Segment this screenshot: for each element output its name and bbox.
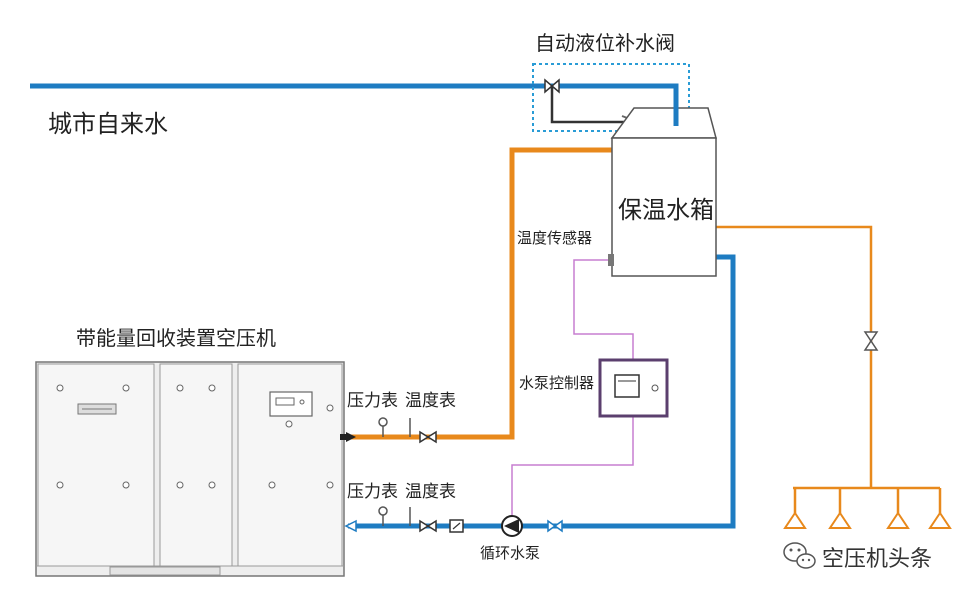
distribution-valve-icon (863, 331, 879, 351)
pressure-gauge-top-icon (378, 417, 388, 427)
cold-inlet-arrow-icon (344, 519, 357, 533)
hot-outlet-stub (340, 434, 350, 440)
compressor-label: 带能量回收装置空压机 (76, 326, 276, 350)
temp-sensor-label: 温度传感器 (517, 229, 592, 247)
temp-gauge-top-label: 温度表 (405, 391, 456, 411)
return-line-valve-icon (547, 519, 563, 533)
pressure-gauge-top-label: 压力表 (347, 391, 398, 411)
shower-outlet-4-icon (928, 511, 952, 529)
check-valve-icon (449, 519, 464, 533)
wechat-logo-icon (783, 542, 816, 569)
pump-control-wire (511, 416, 634, 517)
valve-dotted-box (532, 63, 690, 132)
pressure-gauge-bottom-label: 压力表 (347, 482, 398, 502)
circulation-pump-arrow (504, 519, 519, 533)
pressure-gauge-bottom-icon (378, 506, 388, 516)
float-linkage (550, 86, 634, 124)
watermark-text: 空压机头条 (822, 547, 932, 572)
compressor-control-panel (269, 391, 313, 428)
city-water-label: 城市自来水 (48, 110, 168, 138)
circulation-pump-label: 循环水泵 (480, 544, 540, 562)
hot-line-valve-icon (419, 430, 437, 444)
temp-sensor-probe (608, 254, 614, 266)
water-tank (611, 137, 717, 277)
cold-line-valve-icon (419, 519, 437, 533)
shower-outlet-2-icon (828, 511, 852, 529)
cold-water-return-pipe (348, 254, 736, 529)
water-tank-lid (610, 107, 717, 139)
sensor-wire (573, 259, 634, 360)
hot-water-distribution-pipe (716, 225, 873, 488)
valve-title-label: 自动液位补水阀 (535, 31, 675, 55)
shower-outlet-1-icon (783, 511, 807, 529)
shower-outlet-3-icon (886, 511, 910, 529)
temp-gauge-bottom-label: 温度表 (405, 482, 456, 502)
pump-controller-knob (651, 384, 659, 392)
tank-label: 保温水箱 (618, 196, 714, 224)
pump-controller-label: 水泵控制器 (519, 374, 594, 392)
auto-valve-icon (544, 78, 560, 94)
pump-controller-screen (614, 374, 640, 398)
